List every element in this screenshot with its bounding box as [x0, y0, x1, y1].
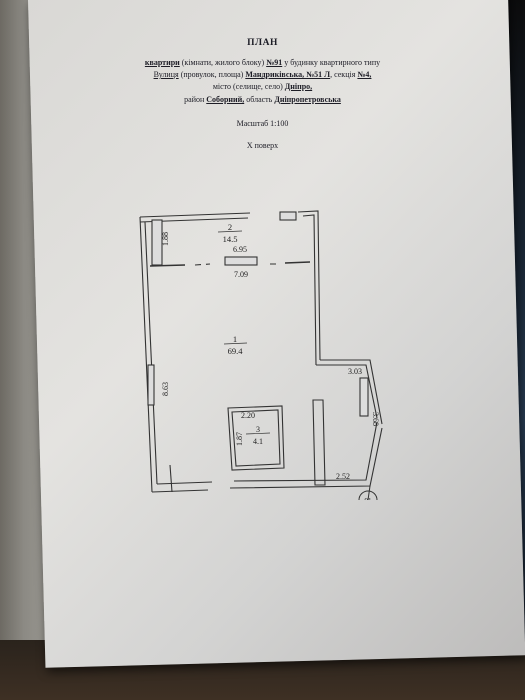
street-note: (провулок, площа): [178, 70, 246, 79]
section-number: №4,: [357, 70, 372, 79]
dim-8-63: 8.63: [161, 382, 170, 396]
dim-1-87: 1.87: [235, 432, 244, 446]
room-1-number: 1: [233, 334, 237, 344]
dim-6-95: 6.95: [233, 245, 247, 254]
region-name: Дніпропетровська: [274, 95, 341, 104]
region-label: область: [244, 95, 275, 104]
room-2-area: 14.5: [223, 234, 238, 244]
dim-7-09: 7.09: [234, 270, 248, 279]
district-label: район: [184, 95, 207, 104]
apartment-label: квартири: [144, 58, 180, 67]
apartment-number: №91: [266, 58, 283, 67]
city-name: Дніпро,: [284, 82, 313, 91]
room-3-number: 3: [256, 425, 260, 434]
section-label: , секція: [330, 70, 358, 79]
city-line: місто (селище, село) Дніпро,: [0, 82, 525, 91]
plan-walls: [139, 210, 383, 493]
floor-plan: 2 14.5 1 69.4 3 4.1 1.88 6.95 7.09 8.63 …: [139, 210, 383, 500]
apartment-note: (кімнати, жилого блоку): [179, 58, 267, 67]
building-type: у будинку квартирного типу: [282, 58, 381, 67]
district-line: район Соборний, область Дніпропетровська: [0, 95, 525, 104]
dim-3-03: 3.03: [348, 367, 362, 376]
dim-2-52: 2.52: [336, 472, 350, 481]
floor-label: X поверх: [246, 141, 279, 150]
city-label: місто (селище, село): [212, 82, 285, 91]
apartment-line: квартири (кімнати, жилого блоку) №91 у б…: [0, 58, 525, 67]
room-2-number: 2: [228, 222, 232, 232]
room-1-area: 69.4: [228, 346, 244, 356]
room-3-area: 4.1: [253, 437, 263, 446]
scale-label: Масштаб 1:100: [236, 119, 289, 128]
district-name: Соборний,: [206, 95, 245, 104]
dim-2-20: 2.20: [241, 411, 255, 420]
street-name: Мандриківська, №51 Л: [245, 70, 331, 79]
dim-3-68: 3.68: [371, 412, 380, 426]
plan-marker: [358, 485, 378, 500]
dim-1-88: 1.88: [161, 232, 170, 246]
document-title: ПЛАН: [247, 38, 278, 48]
street-label: Вулиця: [153, 70, 179, 79]
apartment-marker-number: 91: [365, 497, 373, 500]
street-line: Вулиця (провулок, площа) Мандриківська, …: [0, 70, 525, 79]
